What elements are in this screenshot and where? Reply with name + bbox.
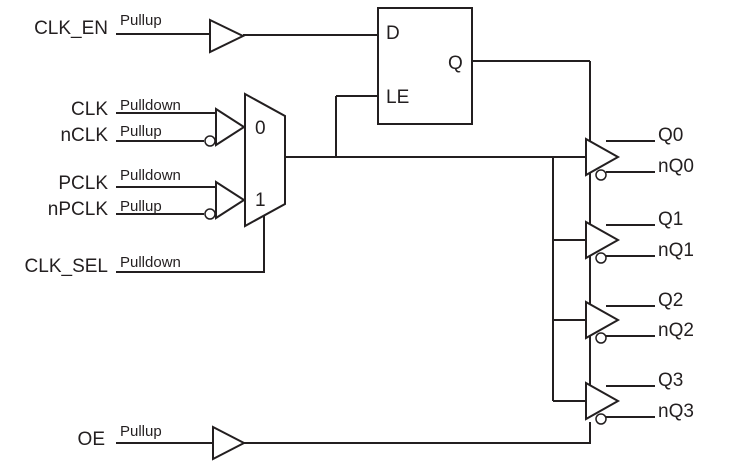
clk-label: CLK bbox=[71, 99, 108, 120]
oe-label: OE bbox=[78, 429, 105, 450]
oe-resistor: Pullup bbox=[120, 423, 162, 440]
latch-le-pin: LE bbox=[386, 87, 409, 108]
clk-en-resistor: Pullup bbox=[120, 12, 162, 29]
clk-en-label: CLK_EN bbox=[34, 18, 108, 39]
output-buffer-0-invert-bubble bbox=[595, 169, 607, 181]
output-buffer-2 bbox=[585, 300, 621, 340]
nclk-invert-bubble bbox=[204, 135, 216, 147]
input-mux bbox=[244, 92, 286, 228]
q1-label: Q1 bbox=[658, 209, 683, 230]
q3-label: Q3 bbox=[658, 370, 683, 391]
clk-sel-resistor: Pulldown bbox=[120, 254, 181, 271]
output-buffer-1-invert-bubble bbox=[595, 252, 607, 264]
oe-enable-wire bbox=[244, 422, 591, 444]
nq3-label: nQ3 bbox=[658, 401, 694, 422]
clk-receiver bbox=[215, 107, 246, 147]
clk-sel-wire bbox=[116, 216, 265, 273]
nq1-label: nQ1 bbox=[658, 240, 694, 261]
pclk-resistor: Pulldown bbox=[120, 167, 181, 184]
nclk-label: nCLK bbox=[60, 125, 108, 146]
output-buffer-3 bbox=[585, 381, 621, 421]
npclk-label: nPCLK bbox=[48, 199, 109, 220]
pclk-label: PCLK bbox=[58, 173, 108, 194]
nq2-label: nQ2 bbox=[658, 320, 694, 341]
clk-sel-label: CLK_SEL bbox=[25, 256, 108, 277]
output-buffer-0 bbox=[585, 137, 621, 177]
output-buffer-3-invert-bubble bbox=[595, 413, 607, 425]
mux-in0-pin: 0 bbox=[255, 118, 266, 139]
pclk-receiver bbox=[215, 180, 246, 220]
mux-in1-pin: 1 bbox=[255, 190, 266, 211]
oe-buffer bbox=[212, 425, 247, 461]
latch-block bbox=[377, 7, 473, 125]
q0-label: Q0 bbox=[658, 125, 683, 146]
latch-q-pin: Q bbox=[448, 53, 463, 74]
output-buffer-2-invert-bubble bbox=[595, 332, 607, 344]
npclk-resistor: Pullup bbox=[120, 198, 162, 215]
nclk-resistor: Pullup bbox=[120, 123, 162, 140]
clk-en-buffer bbox=[209, 18, 246, 54]
nq0-label: nQ0 bbox=[658, 156, 694, 177]
output-buffer-1 bbox=[585, 220, 621, 260]
clk-resistor: Pulldown bbox=[120, 97, 181, 114]
npclk-invert-bubble bbox=[204, 208, 216, 220]
latch-d-pin: D bbox=[386, 23, 400, 44]
q2-label: Q2 bbox=[658, 290, 683, 311]
